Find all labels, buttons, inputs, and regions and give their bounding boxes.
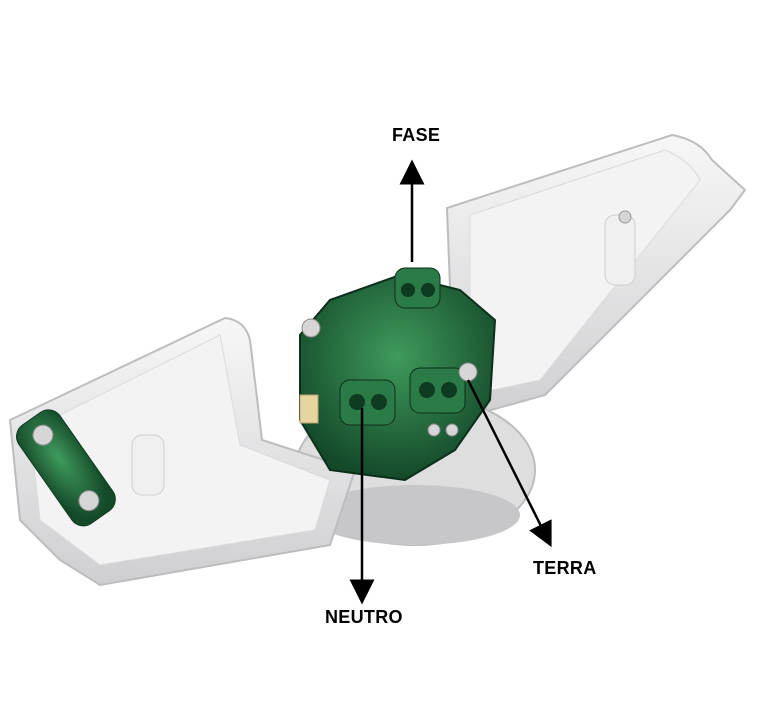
screw-icon <box>458 362 478 382</box>
terminal-block <box>299 267 497 482</box>
terra-label: TERRA <box>533 558 597 578</box>
neutro-label: NEUTRO <box>325 607 403 627</box>
screw-icon <box>32 424 54 446</box>
cable-clamp <box>16 409 116 527</box>
phase-terminal <box>394 267 441 309</box>
screw-icon <box>618 210 632 224</box>
screw-icon <box>427 423 441 437</box>
right-shell-half <box>445 133 747 422</box>
left-shell-half <box>8 316 357 587</box>
screw-icon <box>445 423 459 437</box>
terra-arrow <box>466 379 552 548</box>
neutral-terminal <box>339 379 396 426</box>
brass-contact <box>299 394 319 424</box>
screw-icon <box>301 318 321 338</box>
post <box>604 214 636 286</box>
fase-label: FASE <box>392 125 441 145</box>
earth-terminal <box>409 367 466 414</box>
screw-icon <box>78 490 100 512</box>
post <box>131 434 165 496</box>
